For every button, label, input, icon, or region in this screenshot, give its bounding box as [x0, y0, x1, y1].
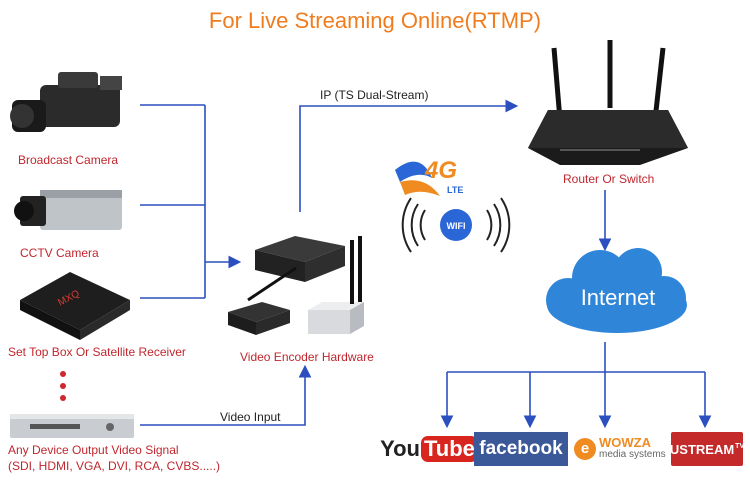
set-top-box-icon: MXQ	[20, 272, 130, 340]
broadcast-camera-label: Broadcast Camera	[18, 153, 119, 167]
router-icon	[528, 40, 688, 165]
facebook-text: facebook	[479, 438, 563, 459]
youtube-you: You	[380, 436, 420, 461]
cctv-camera-label: CCTV Camera	[20, 246, 99, 260]
wire-ip	[299, 99, 519, 212]
lte-text: LTE	[447, 185, 463, 195]
dvd-player-icon	[10, 414, 134, 438]
ustream-tv: TV	[735, 442, 745, 450]
wowza-logo: e WOWZA media systems	[574, 432, 666, 466]
wifi-icon: WIFI	[401, 197, 511, 253]
ustream-logo: USTREAM TV	[669, 432, 745, 466]
set-top-box-label: Set Top Box Or Satellite Receiver	[8, 345, 186, 359]
4g-text: 4G	[424, 157, 457, 184]
4g-lte-icon: 4G LTE	[395, 157, 463, 196]
internet-cloud-icon	[546, 248, 687, 333]
video-encoder-icon	[228, 236, 364, 335]
facebook-logo: facebook	[474, 432, 568, 466]
broadcast-camera-icon	[10, 72, 122, 132]
ustream-text: USTREAM	[669, 441, 735, 457]
internet-label: Internet	[580, 285, 656, 310]
wowza-text: WOWZA	[599, 435, 651, 450]
youtube-tube: Tube	[421, 436, 478, 462]
cctv-camera-icon	[14, 190, 122, 230]
any-device-label: Any Device Output Video Signal	[8, 443, 179, 457]
wowza-sub: media systems	[599, 449, 666, 460]
router-label: Router Or Switch	[563, 172, 655, 186]
youtube-logo: You Tube	[380, 432, 478, 466]
wowza-mark-icon: e	[574, 438, 596, 460]
ip-label: IP (TS Dual-Stream)	[320, 88, 429, 102]
more-devices-dots	[60, 371, 66, 401]
video-input-label: Video Input	[220, 410, 281, 424]
encoder-label: Video Encoder Hardware	[240, 350, 374, 364]
signal-types-label: (SDI, HDMI, VGA, DVI, RCA, CVBS.....)	[8, 459, 221, 473]
wire-dvd	[140, 364, 312, 426]
wifi-text: WIFI	[447, 221, 466, 231]
page-title: For Live Streaming Online(RTMP)	[208, 8, 542, 33]
